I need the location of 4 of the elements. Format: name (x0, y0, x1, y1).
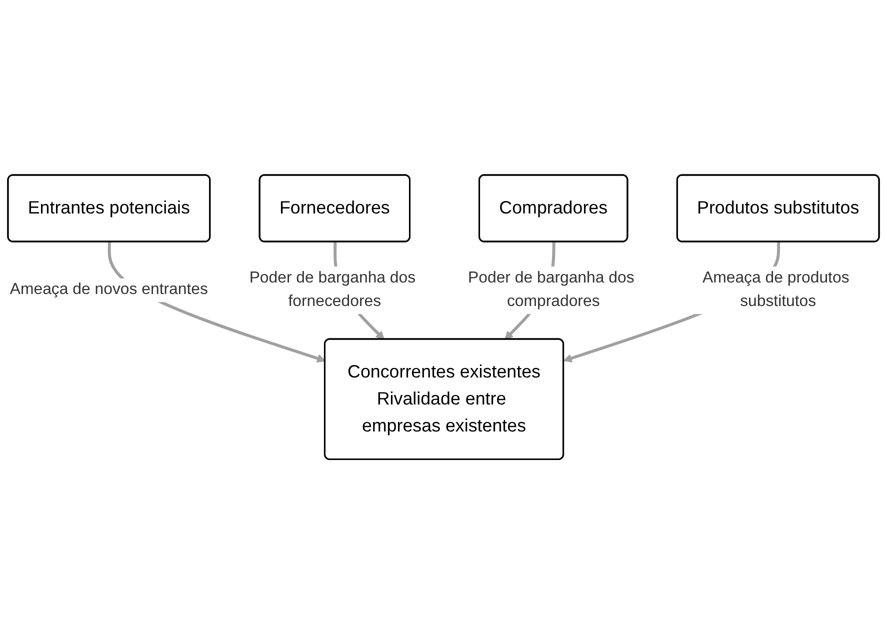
edge-label: Ameaça de produtos substitutos (702, 270, 850, 311)
edge-label: Poder de barganha dos compradores (468, 270, 634, 311)
edge-label: Poder de barganha dos fornecedores (249, 270, 416, 311)
edge-label: Ameaça de novos entrantes (10, 282, 208, 299)
